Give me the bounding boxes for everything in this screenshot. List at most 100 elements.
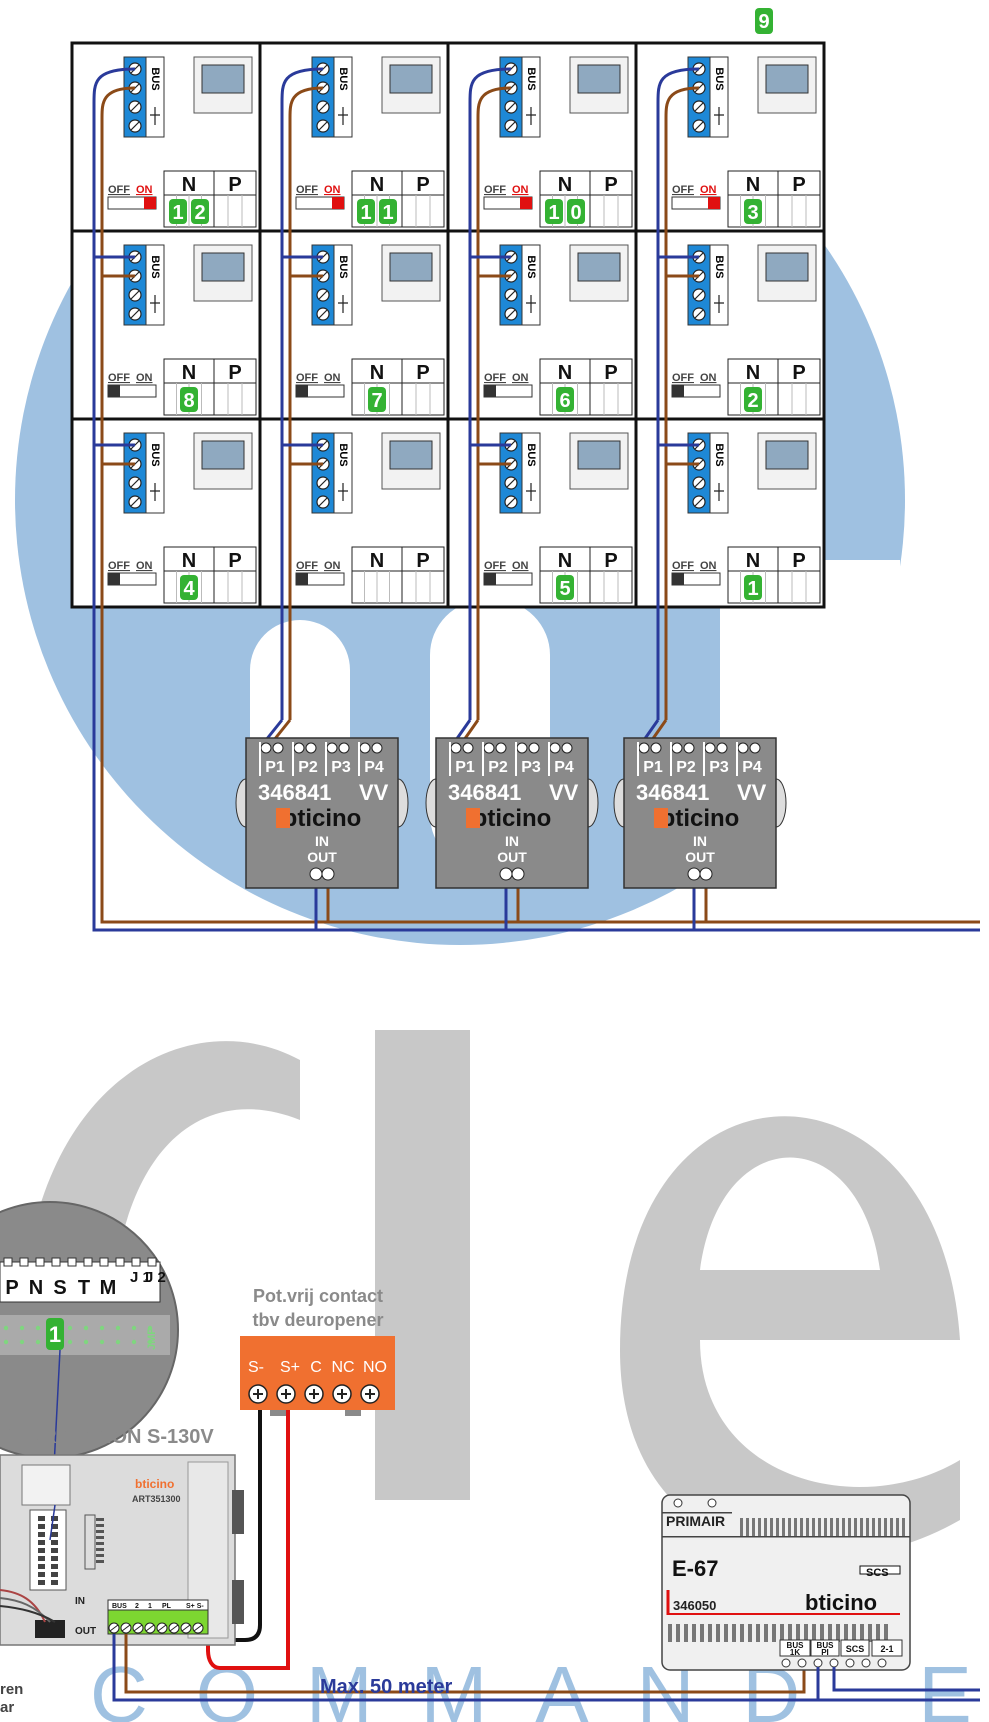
bottom-left-line1: ren (0, 1681, 23, 1698)
screw-icon (699, 867, 713, 881)
switch-knob (484, 573, 496, 585)
switch-off-label: OFF (108, 372, 130, 384)
bottom-left-line2: ar (0, 1699, 14, 1716)
number-badge (545, 199, 563, 224)
screw-icon (650, 742, 662, 754)
screw-icon (749, 742, 761, 754)
door-bus-wire-brown (124, 1634, 806, 1694)
door-station-out: OUT (75, 1626, 96, 1637)
door-station-title: DEURSTATION S-130V (0, 1426, 214, 1448)
switch-off-label: OFF (484, 184, 506, 196)
number-badge (180, 575, 198, 600)
number-badge-digit: 6 (559, 390, 570, 412)
distributor-port-label: P3 (521, 759, 541, 776)
col-p-label: P (228, 174, 241, 196)
switch-off-label: OFF (672, 184, 694, 196)
screw-icon (716, 742, 728, 754)
bus-label: BUS (337, 443, 349, 466)
switch-off-label: OFF (484, 372, 506, 384)
zoom-terminal-label: M (100, 1277, 117, 1299)
distributor-type: VV (549, 780, 579, 805)
switch-on-label: ON (700, 184, 717, 196)
relay-terminal-label: S+ (280, 1359, 300, 1376)
switch-knob (484, 385, 496, 397)
ps-terminal-box (779, 1639, 811, 1657)
bus-label: BUS (337, 255, 349, 278)
ps-terminal-label: BUS (817, 1641, 835, 1650)
col-n-label: N (746, 550, 760, 572)
screw-icon (338, 742, 350, 754)
distributor-model: 346841 (258, 780, 331, 805)
switch-knob (520, 197, 532, 209)
distributor-port-label: P4 (554, 759, 574, 776)
bell-icon (526, 483, 536, 501)
screw-icon (737, 742, 749, 754)
bell-icon (526, 295, 536, 313)
screw-icon (359, 742, 371, 754)
bell-icon (150, 107, 160, 125)
number-badge (180, 387, 198, 412)
screw-icon (561, 742, 573, 754)
door-bus-wire-blue (112, 1634, 980, 1702)
col-n-label: N (558, 362, 572, 384)
door-terminal-label: 1 (148, 1603, 152, 1610)
svg-text:9: 9 (758, 11, 769, 33)
distributor-port-label: P1 (643, 759, 663, 776)
bus-wire-brown (476, 86, 512, 720)
bus-label: BUS (713, 255, 725, 278)
screw-icon (305, 742, 317, 754)
switch-on-label: ON (512, 184, 529, 196)
number-badge (744, 387, 762, 412)
screw-icon (462, 742, 474, 754)
col-n-label: N (370, 362, 384, 384)
screw-icon (549, 742, 561, 754)
np-table (539, 358, 633, 416)
door-station-in: IN (75, 1596, 85, 1607)
zoom-terminal-label: N (29, 1277, 43, 1299)
bell-icon (714, 483, 724, 501)
screw-icon (683, 742, 695, 754)
col-n-label: N (746, 174, 760, 196)
relay-terminal-label: NC (331, 1359, 354, 1376)
screw-icon (293, 742, 305, 754)
screw-icon (813, 1658, 823, 1668)
bell-icon (150, 295, 160, 313)
col-n-label: N (182, 550, 196, 572)
screw-icon (450, 742, 462, 754)
number-badge-digit: 2 (747, 390, 758, 412)
ps-terminal-label: PI (821, 1648, 829, 1657)
bus-label: BUS (149, 255, 161, 278)
bus-label: BUS (713, 67, 725, 90)
screw-icon (781, 1658, 791, 1668)
np-table (163, 358, 257, 416)
number-badge-digit: 0 (570, 202, 581, 224)
number-badge-digit: 4 (183, 578, 195, 600)
screw-icon (707, 1498, 717, 1508)
zoom-number-badge (46, 1318, 64, 1350)
relay-terminal-label: S- (248, 1359, 264, 1376)
zoom-terminal-label: P (5, 1277, 18, 1299)
screw-icon (638, 742, 650, 754)
zoom-jmp-label: JMP (146, 1327, 158, 1350)
distributor-brand: bticino (661, 805, 740, 832)
screw-icon (877, 1658, 887, 1668)
zoom-jumper-j1: J 1 (130, 1269, 151, 1286)
screw-icon (528, 742, 540, 754)
number-badge (368, 387, 386, 412)
bus-label: BUS (525, 443, 537, 466)
bell-icon (150, 483, 160, 501)
switch-knob (672, 573, 684, 585)
power-supply: PRIMAIR E-67 SCS 346050 bticino BUS1KBUS… (661, 1494, 980, 1700)
col-p-label: P (792, 362, 805, 384)
trunk-wire-brown (100, 720, 980, 924)
screw-icon (309, 867, 323, 881)
switch-knob (296, 385, 308, 397)
ps-terminal-label: 1K (790, 1648, 800, 1657)
top-marker-badge: 9 (755, 8, 773, 34)
